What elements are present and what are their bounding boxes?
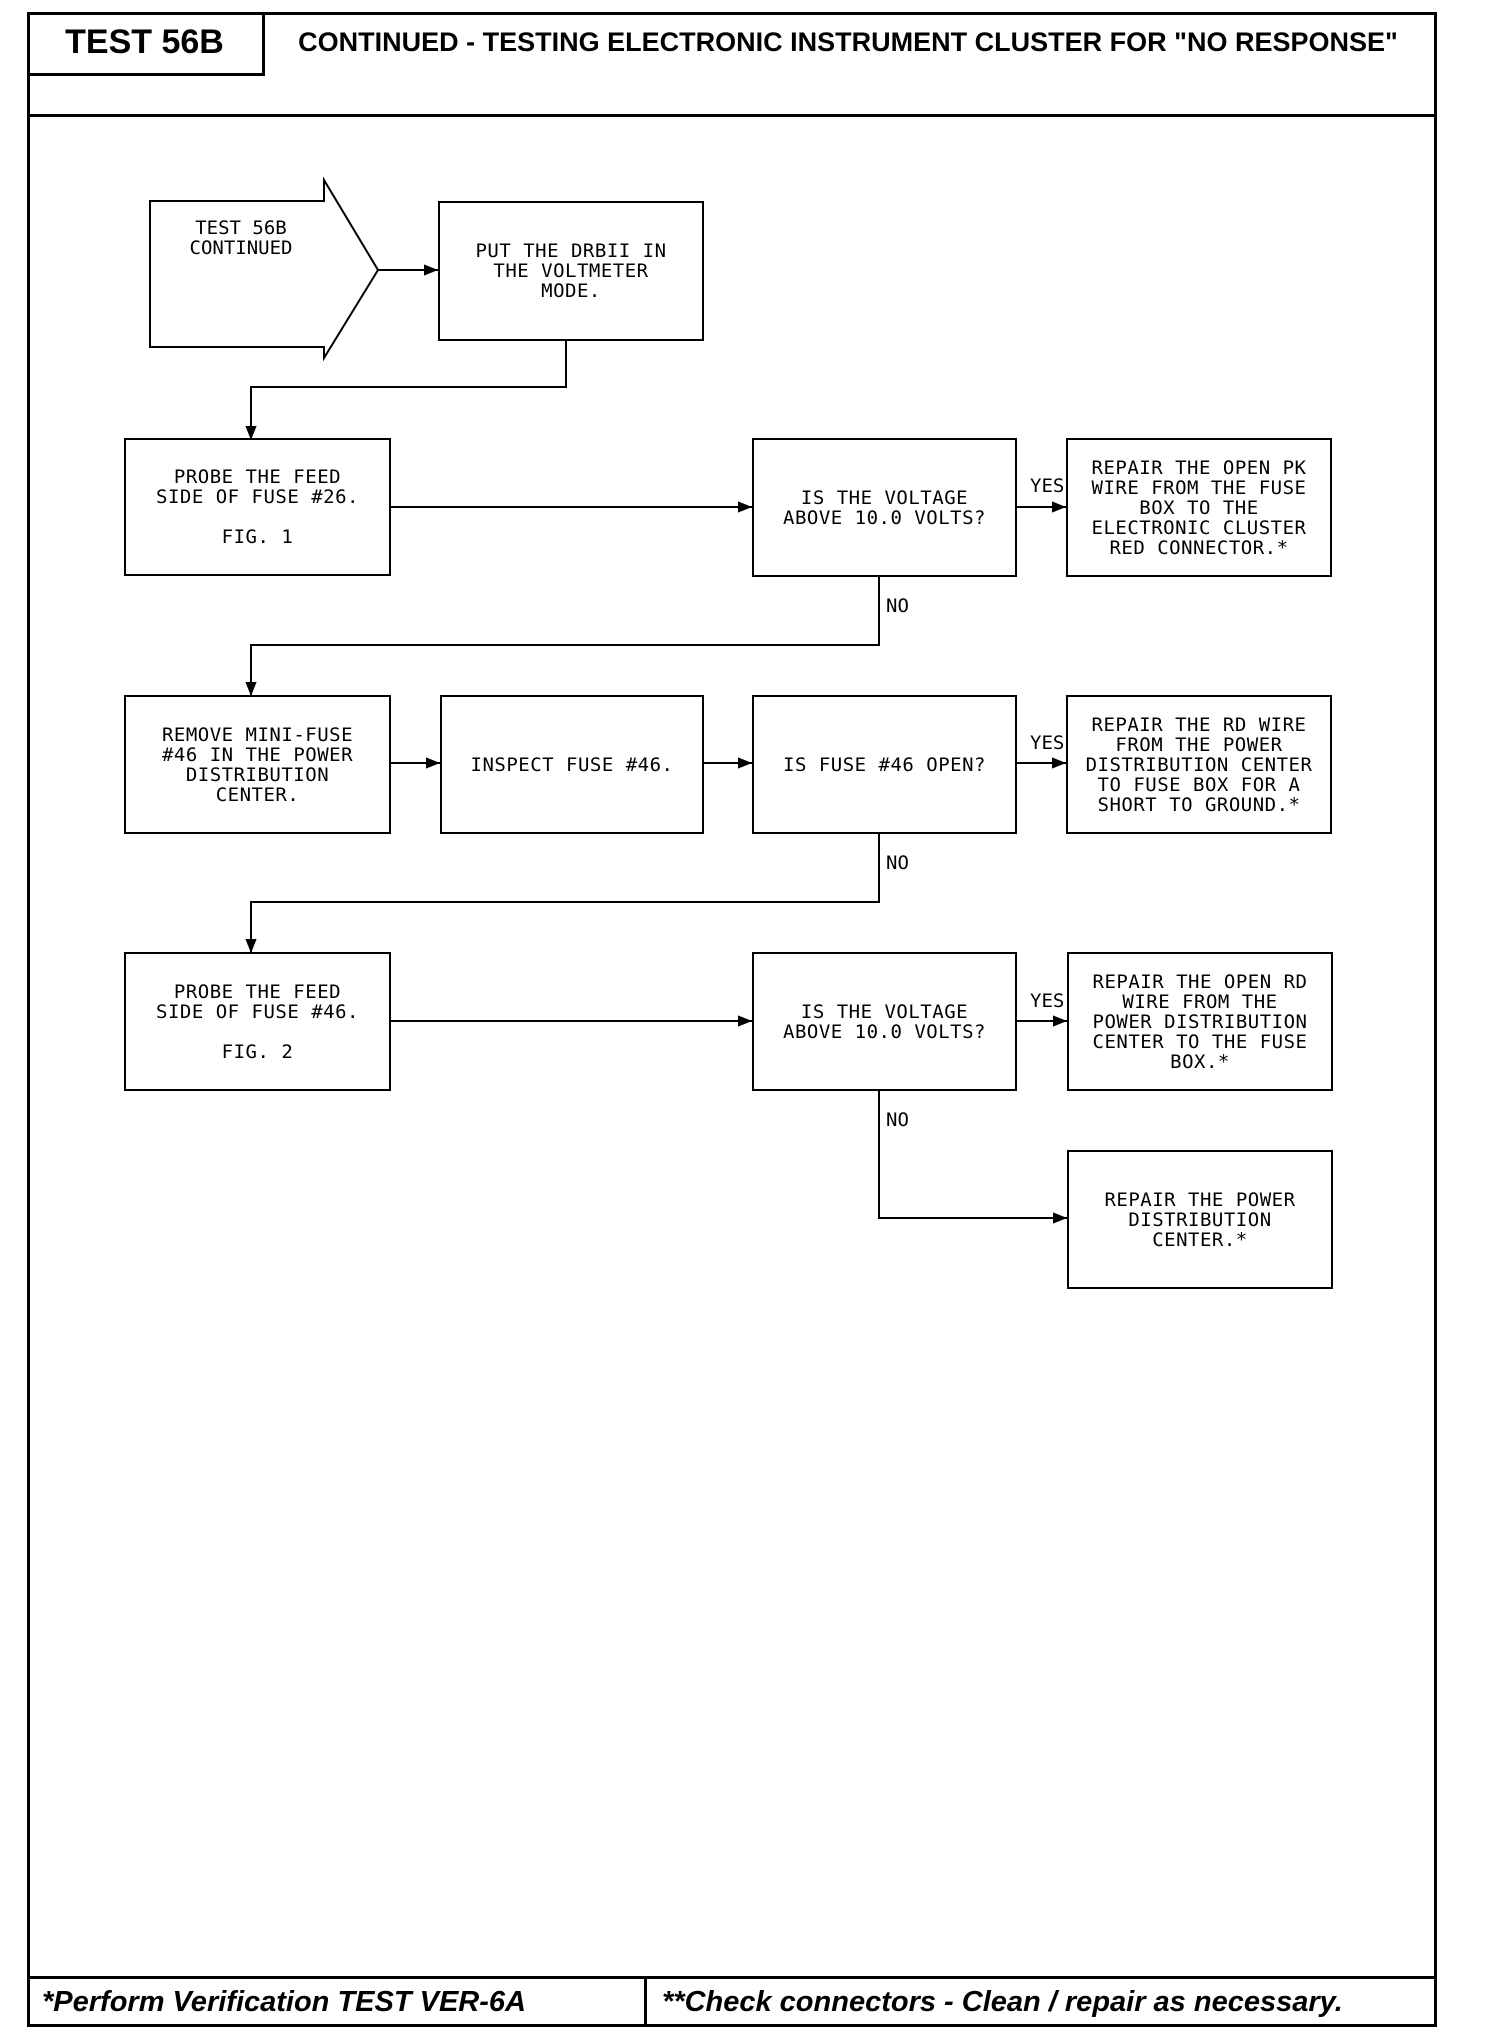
connector-q1-no <box>245 576 880 696</box>
step-inspect-fuse: INSPECT FUSE #46. <box>440 695 704 834</box>
footer-connectors-note: **Check connectors - Clean / repair as n… <box>662 1985 1343 2018</box>
footer-divider <box>27 1976 1437 1979</box>
no-label-qfuse: NO <box>886 852 909 874</box>
repair-open-rd-wire: REPAIR THE OPEN RD WIRE FROM THE POWER D… <box>1067 952 1333 1091</box>
step-probe-fuse-46: PROBE THE FEED SIDE OF FUSE #46. FIG. 2 <box>124 952 391 1091</box>
yes-label-qfuse: YES <box>1030 732 1065 754</box>
question-voltage-2: IS THE VOLTAGE ABOVE 10.0 VOLTS? <box>752 952 1017 1091</box>
start-line-2: CONTINUED <box>189 237 293 259</box>
yes-label-q2: YES <box>1030 990 1065 1012</box>
footer-verification-note: *Perform Verification TEST VER-6A <box>42 1985 526 2018</box>
start-line-1: TEST 56B <box>195 217 287 239</box>
step-voltmeter-mode: PUT THE DRBII IN THE VOLTMETER MODE. <box>438 201 704 341</box>
footer-separator <box>644 1978 647 2026</box>
connector-voltmeter-to-probe26 <box>245 340 567 440</box>
step-probe-fuse-26: PROBE THE FEED SIDE OF FUSE #26. FIG. 1 <box>124 438 391 576</box>
page-frame <box>27 12 1437 2027</box>
header-divider <box>27 114 1437 117</box>
question-voltage-1: IS THE VOLTAGE ABOVE 10.0 VOLTS? <box>752 438 1017 577</box>
step-remove-mini-fuse: REMOVE MINI-FUSE #46 IN THE POWER DISTRI… <box>124 695 391 834</box>
page-title: CONTINUED - TESTING ELECTRONIC INSTRUMEN… <box>298 26 1398 57</box>
repair-power-distribution-center: REPAIR THE POWER DISTRIBUTION CENTER.* <box>1067 1150 1333 1289</box>
question-fuse-open: IS FUSE #46 OPEN? <box>752 695 1017 834</box>
start-node-label: TEST 56B CONTINUED <box>166 218 316 258</box>
no-label-q1: NO <box>886 595 909 617</box>
test-number: TEST 56B <box>27 12 265 76</box>
no-label-q2: NO <box>886 1109 909 1131</box>
start-arrow-shape <box>149 176 380 362</box>
connector-qfuse-no <box>245 834 880 953</box>
yes-label-q1: YES <box>1030 475 1065 497</box>
repair-rd-wire-short: REPAIR THE RD WIRE FROM THE POWER DISTRI… <box>1066 695 1332 834</box>
connector-q2-no <box>878 1091 1067 1224</box>
repair-open-pk-wire: REPAIR THE OPEN PK WIRE FROM THE FUSE BO… <box>1066 438 1332 577</box>
